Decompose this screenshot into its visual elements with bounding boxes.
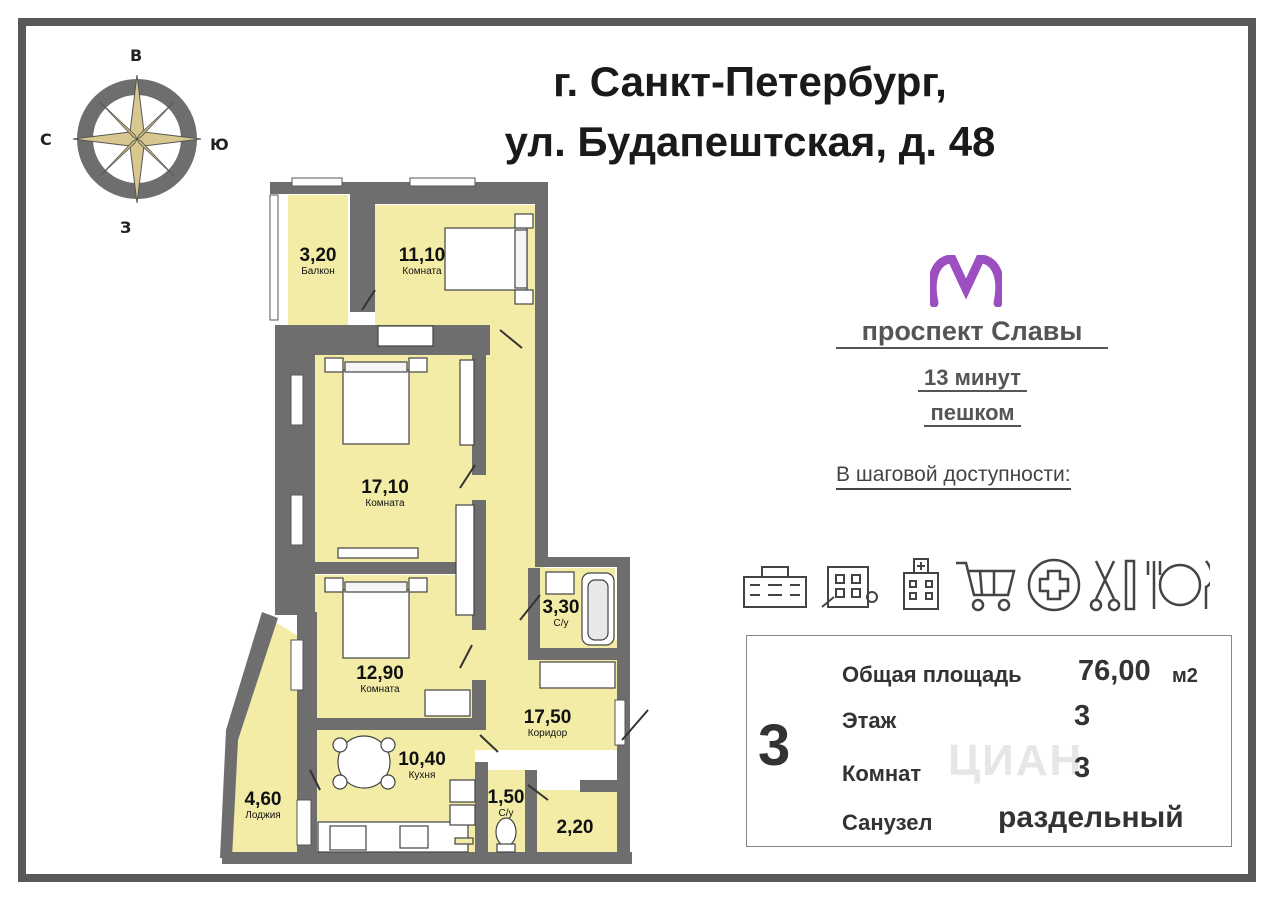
walk-time: 13 минут [860, 365, 1085, 392]
room-area: 10,40 [398, 749, 446, 770]
room-area: 3,20 [299, 245, 337, 266]
doors [309, 289, 649, 801]
watermark: ЦИАН [948, 736, 1084, 785]
room-label: Кухня [408, 770, 436, 781]
rooms-label: Комнат [842, 761, 922, 786]
room-label: Комната [365, 498, 405, 509]
room-label: С/у [553, 618, 569, 629]
bathroom-value: раздельный [998, 801, 1184, 834]
room-bedroom-2: 17,10 Комната [340, 478, 430, 510]
room-label: Лоджия [245, 810, 281, 821]
pharmacy-cross-icon [1027, 558, 1081, 612]
total-area-unit: м2 [1172, 665, 1198, 687]
room-label: Комната [402, 266, 442, 277]
rooms-count-big: 3 [758, 713, 791, 778]
room-area: 17,10 [361, 477, 409, 498]
room-area: 12,90 [356, 663, 404, 684]
room-bedroom-3: 12,90 Комната [335, 664, 425, 696]
compass-north: В [130, 46, 143, 65]
room-label: Коридор [527, 728, 568, 739]
room-balcony: 3,20 Балкон [288, 246, 348, 278]
room-area: 1,50 [487, 787, 525, 808]
room-area: 3,30 [542, 597, 580, 618]
restaurant-icon [1146, 560, 1210, 609]
total-area-value: 76,00 [1078, 655, 1151, 687]
metro-station-name: проспект Славы [836, 315, 1108, 349]
compass-rose-icon [72, 74, 202, 204]
compass-south: З [120, 218, 132, 237]
total-area-label: Общая площадь [842, 662, 1022, 687]
bathroom-label: Санузел [842, 810, 933, 835]
title-city: г. Санкт-Петербург, [553, 58, 947, 105]
room-area: 4,60 [244, 789, 282, 810]
walk-time-value: 13 минут [918, 365, 1027, 392]
room-bathroom-2: 1,50 С/у [483, 788, 529, 820]
room-bathroom-1: 3,30 С/у [534, 598, 588, 630]
windows [269, 177, 626, 846]
walk-mode-value: пешком [924, 400, 1021, 427]
floor-label: Этаж [842, 708, 897, 733]
compass-west: С [40, 130, 52, 149]
amenities-title: В шаговой доступности: [836, 462, 1071, 490]
school-icon [743, 566, 807, 608]
walk-mode: пешком [860, 400, 1085, 427]
floor-value: 3 [1074, 700, 1091, 732]
compass-east: Ю [210, 135, 229, 154]
room-label: Балкон [301, 266, 335, 277]
room-label: С/у [498, 808, 514, 819]
apartment-info-box [746, 635, 1232, 847]
room-loggia: 4,60 Лоджия [232, 790, 294, 822]
room-area: 2,20 [556, 817, 594, 838]
barber-icon [1089, 559, 1136, 612]
room-corridor: 17,50 Коридор [505, 708, 590, 740]
room-area: 11,10 [398, 245, 446, 266]
kindergarten-icon [821, 566, 878, 608]
title-address: ул. Будапештская, д. 48 [504, 118, 996, 165]
room-area: 17,50 [523, 707, 572, 728]
shopping-cart-icon [956, 561, 1016, 612]
amenity-icons [743, 558, 1210, 612]
room-bedroom-1: 11,10 Комната [382, 246, 462, 278]
metro-logo-icon [930, 255, 1002, 307]
rooms-value: 3 [1074, 752, 1091, 784]
room-kitchen: 10,40 Кухня [382, 750, 462, 782]
hospital-icon [903, 558, 939, 610]
room-storage: 2,20 [540, 818, 610, 838]
page-title: г. Санкт-Петербург, ул. Будапештская, д.… [400, 52, 1100, 172]
furniture [317, 213, 616, 853]
room-label: Комната [360, 684, 400, 695]
